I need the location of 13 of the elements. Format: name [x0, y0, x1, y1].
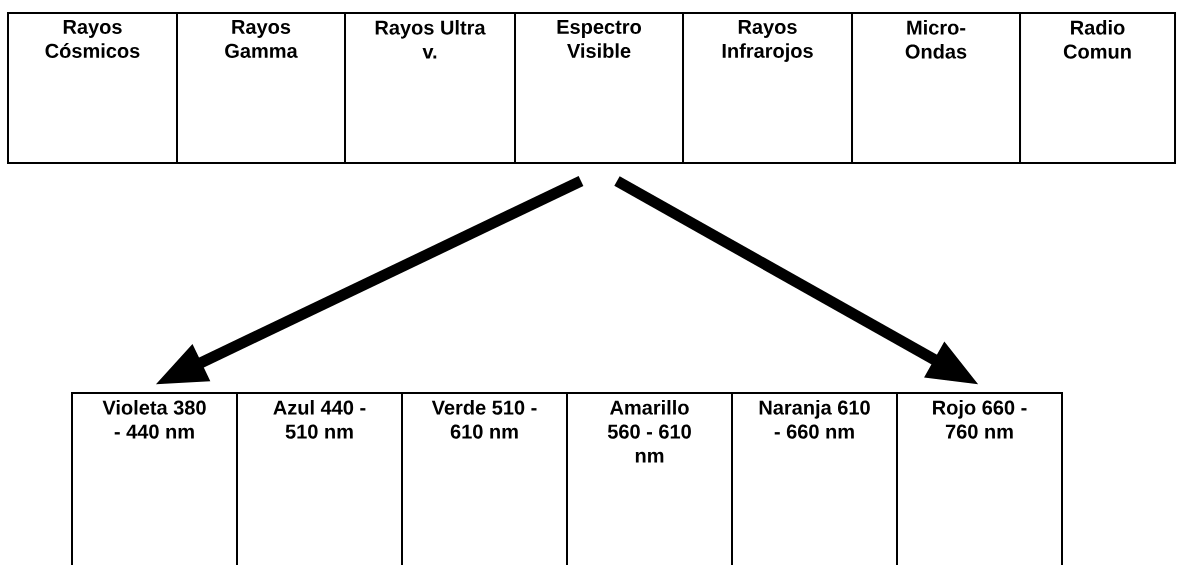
band-box: Rayos Ultra v.	[344, 12, 516, 164]
color-box: Violeta 380 - 440 nm	[71, 392, 238, 565]
color-box: Amarillo 560 - 610 nm	[566, 392, 733, 565]
color-box: Azul 440 - 510 nm	[236, 392, 403, 565]
color-box: Verde 510 - 610 nm	[401, 392, 568, 565]
color-box: Naranja 610 - 660 nm	[731, 392, 898, 565]
color-box: Rojo 660 - 760 nm	[896, 392, 1063, 565]
band-box: Rayos Infrarojos	[682, 12, 853, 164]
band-box: Rayos Gamma	[176, 12, 346, 164]
band-box: Espectro Visible	[514, 12, 684, 164]
band-box: Micro-Ondas	[851, 12, 1021, 164]
band-box: Rayos Cósmicos	[7, 12, 178, 164]
band-box: Radio Comun	[1019, 12, 1176, 164]
